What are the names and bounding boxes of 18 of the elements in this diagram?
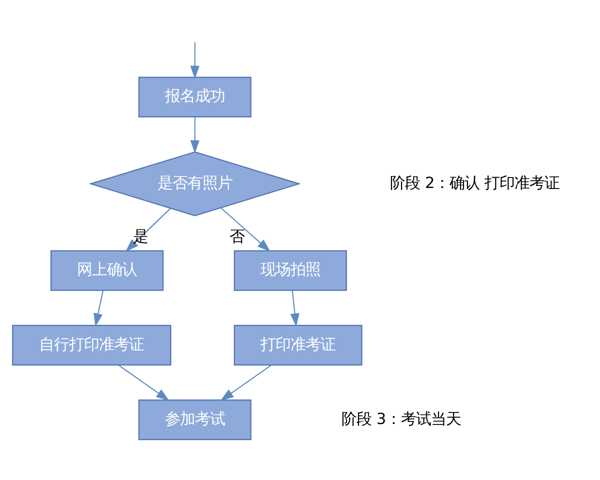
arrow <box>220 364 272 400</box>
arrow <box>290 290 300 326</box>
arrow <box>125 208 171 252</box>
node-box: 现场拍照 <box>234 250 347 290</box>
node-box: 打印准考证 <box>234 324 362 365</box>
node-box: 报名成功 <box>138 76 252 117</box>
node-box: 参加考试 <box>138 399 252 440</box>
node-diamond: 是否有照片 <box>88 150 301 216</box>
label: 阶段 3：考试当天 <box>341 409 462 428</box>
node-box: 自行打印准考证 <box>12 324 172 365</box>
arrow <box>118 364 170 400</box>
arrow <box>220 207 270 252</box>
node-box: 网上确认 <box>50 250 164 290</box>
label: 阶段 2：确认 打印准考证 <box>390 173 560 192</box>
arrow <box>190 116 200 153</box>
edge-label: 否 <box>229 227 244 246</box>
arrow <box>190 42 200 78</box>
arrow <box>94 290 104 326</box>
